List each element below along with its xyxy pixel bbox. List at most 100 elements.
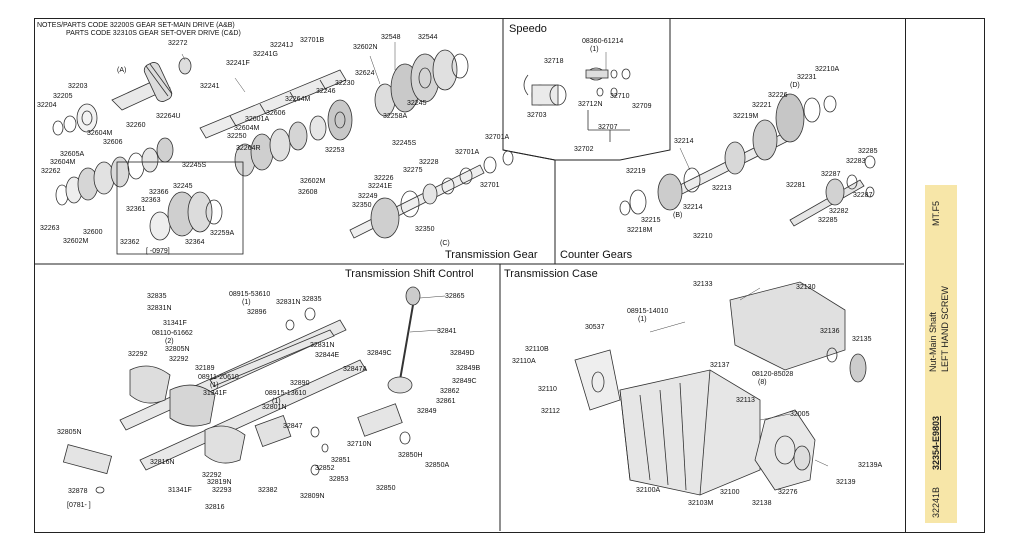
part-label: 32219 xyxy=(626,168,646,175)
part-label: 32221 xyxy=(752,102,772,109)
part-label: 32849B xyxy=(456,365,481,372)
part-label: 32548 xyxy=(381,34,401,41)
part-label: 32604M xyxy=(50,159,76,166)
section-title-shift-control: Transmission Shift Control xyxy=(345,268,474,280)
part-label: 32285 xyxy=(818,217,838,224)
part-label: 32241 xyxy=(200,83,220,90)
part-label: 32604M xyxy=(87,130,113,137)
part-label: 32250 xyxy=(227,133,247,140)
part-label: 32835 xyxy=(302,296,322,303)
part-label: 08915-53610 xyxy=(229,291,271,298)
part-label: 32624 xyxy=(355,70,375,77)
counter-gear-icon xyxy=(619,93,837,216)
part-label: (1) xyxy=(590,46,599,53)
part-label: 32230 xyxy=(335,80,355,87)
part-number: 32354-E9803 xyxy=(931,415,941,470)
part-label: 32878 xyxy=(68,488,88,495)
part-label: 32100 xyxy=(720,489,740,496)
part-label: 32218M xyxy=(627,227,653,234)
part-label: 32816 xyxy=(205,504,225,511)
part-label: 32282 xyxy=(829,208,849,215)
main-shaft-gears-icon xyxy=(234,99,353,177)
outer-frame xyxy=(34,18,906,533)
part-label: 32275 xyxy=(403,167,423,174)
part-label: 32601A xyxy=(245,116,270,123)
part-label: 32285 xyxy=(858,148,878,155)
part-label: 32852 xyxy=(315,465,335,472)
right-column-frame xyxy=(904,18,985,533)
part-label: 32849C xyxy=(367,350,392,357)
part-label: 32005 xyxy=(790,411,810,418)
part-label: [0781- ] xyxy=(67,502,91,509)
part-label: 32293 xyxy=(212,487,232,494)
part-label: 32139A xyxy=(858,462,883,469)
part-label: 32210A xyxy=(815,66,840,73)
part-label: 08110-61662 xyxy=(152,330,193,337)
part-label: 32835 xyxy=(147,293,167,300)
part-label: 32847A xyxy=(343,366,368,373)
part-label: 32276 xyxy=(778,489,798,496)
part-label: 32865 xyxy=(445,293,465,300)
part-label: 31341F xyxy=(203,390,227,397)
part-label: 32853 xyxy=(329,476,349,483)
part-label: 32850A xyxy=(425,462,450,469)
part-label: (1) xyxy=(242,299,251,306)
part-label: 08911-20610 xyxy=(198,374,239,381)
part-label: 31341F xyxy=(168,487,192,494)
part-label: 32819N xyxy=(207,479,232,486)
part-label: 32258A xyxy=(383,113,408,120)
part-label: 32203 xyxy=(68,83,88,90)
part-label: 32245S xyxy=(182,162,207,169)
part-label: 32226 xyxy=(768,92,788,99)
part-label: 32361 xyxy=(126,206,146,213)
part-label: (1) xyxy=(272,398,281,405)
part-label: 32245 xyxy=(173,183,193,190)
section-title-transmission-case: Transmission Case xyxy=(504,268,598,280)
synchro-stack-icon xyxy=(55,137,174,206)
part-label: 32604M xyxy=(234,125,260,132)
part-label: 32264U xyxy=(156,113,181,120)
part-label: 32831N xyxy=(310,342,335,349)
part-label: 32213 xyxy=(712,185,732,192)
detent-parts-icon xyxy=(62,444,113,494)
part-label: 32138 xyxy=(752,500,772,507)
part-label: 32350 xyxy=(415,226,435,233)
part-title-line-1: Nut-Main Shaft xyxy=(928,311,938,372)
shift-rails-icon xyxy=(119,307,367,476)
reference-code: 32241B xyxy=(931,486,941,518)
part-label: 30537 xyxy=(585,324,605,331)
part-label: (1) xyxy=(638,316,647,323)
notes-line-1: NOTES/PARTS CODE 32200S GEAR SET-MAIN DR… xyxy=(37,22,235,29)
part-title-line-2: LEFT HAND SCREW xyxy=(940,286,950,372)
part-label: 32210 xyxy=(693,233,713,240)
part-label: 32831N xyxy=(147,305,172,312)
gear-c-icon xyxy=(349,150,514,239)
part-label: 32241J xyxy=(270,42,293,49)
part-label: 32606 xyxy=(266,110,286,117)
part-label: 08915-14010 xyxy=(627,308,669,315)
part-label: 31341F xyxy=(163,320,187,327)
part-label: 32809N xyxy=(300,493,325,500)
section-title-speedo: Speedo xyxy=(509,23,547,35)
part-label: 32137 xyxy=(710,362,730,369)
part-label: 32701 xyxy=(480,182,500,189)
part-label: 32702 xyxy=(574,146,594,153)
part-label: 32710 xyxy=(610,93,630,100)
part-label: 32606 xyxy=(103,139,123,146)
part-label: 32103M xyxy=(688,500,714,507)
part-label: 32214 xyxy=(683,204,703,211)
part-label: 32608 xyxy=(298,189,318,196)
part-label: 32366 xyxy=(149,189,169,196)
part-label: 32110A xyxy=(512,358,536,365)
part-label: (C) xyxy=(440,240,450,247)
part-label: 32851 xyxy=(331,457,351,464)
part-label: 32292 xyxy=(202,472,222,479)
part-label: 32850H xyxy=(398,452,423,459)
part-label: 32350 xyxy=(352,202,372,209)
part-info-panel xyxy=(925,185,957,523)
part-label: 32850 xyxy=(376,485,396,492)
part-label: 32228 xyxy=(419,159,439,166)
part-label: 32363 xyxy=(141,197,161,204)
part-label: 32283 xyxy=(846,158,866,165)
